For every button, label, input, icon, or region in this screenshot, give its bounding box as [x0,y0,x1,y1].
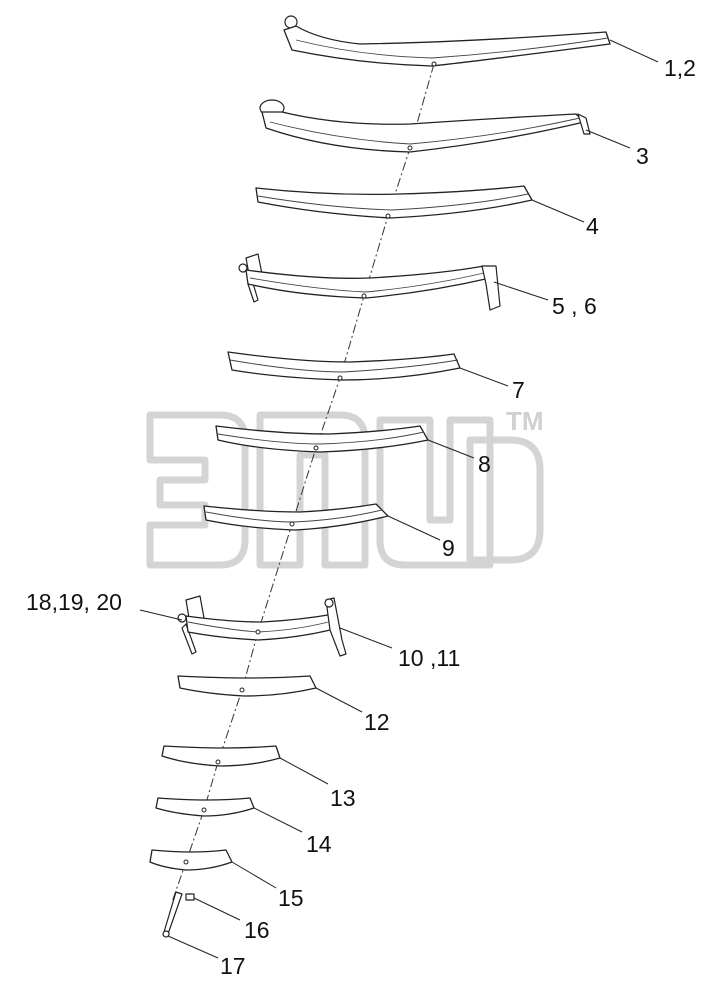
leaf-9[interactable] [203,503,389,531]
callout-18-19-20: 18,19, 20 [26,589,122,615]
leaf-12[interactable] [177,675,317,697]
leaf-10-11[interactable] [177,595,347,657]
callout-16: 16 [244,917,270,943]
leaf-3[interactable] [259,99,591,153]
callout-1-2: 1,2 [664,55,696,81]
leaf-13[interactable] [161,745,281,767]
callout-8: 8 [478,451,491,477]
leaf-15[interactable] [149,849,233,871]
leaf-1-2[interactable] [283,15,611,67]
leaf-5-6[interactable] [238,253,501,311]
leaf-7[interactable] [227,351,461,381]
nut-16[interactable] [185,893,195,901]
leader-lines [139,39,659,959]
leaf-14[interactable] [155,797,255,817]
callout-13: 13 [330,785,356,811]
callout-12: 12 [364,709,390,735]
callout-4: 4 [586,213,599,239]
callout-14: 14 [306,831,332,857]
callout-9: 9 [442,535,455,561]
bolt-17[interactable] [162,891,183,938]
watermark-tm: TM [506,406,544,436]
callout-5-6: 5 , 6 [552,293,597,319]
callout-17: 17 [220,953,246,979]
callout-15: 15 [278,885,304,911]
leaf-8[interactable] [215,425,429,453]
callout-labels: 1,2 3 4 5 , 6 7 8 9 18,19, 20 10 ,11 12 … [26,55,696,979]
leaf-4[interactable] [255,185,533,219]
callout-7: 7 [512,377,525,403]
callout-10-11: 10 ,11 [398,645,460,671]
callout-3: 3 [636,143,649,169]
watermark-logo: TM [146,406,544,569]
